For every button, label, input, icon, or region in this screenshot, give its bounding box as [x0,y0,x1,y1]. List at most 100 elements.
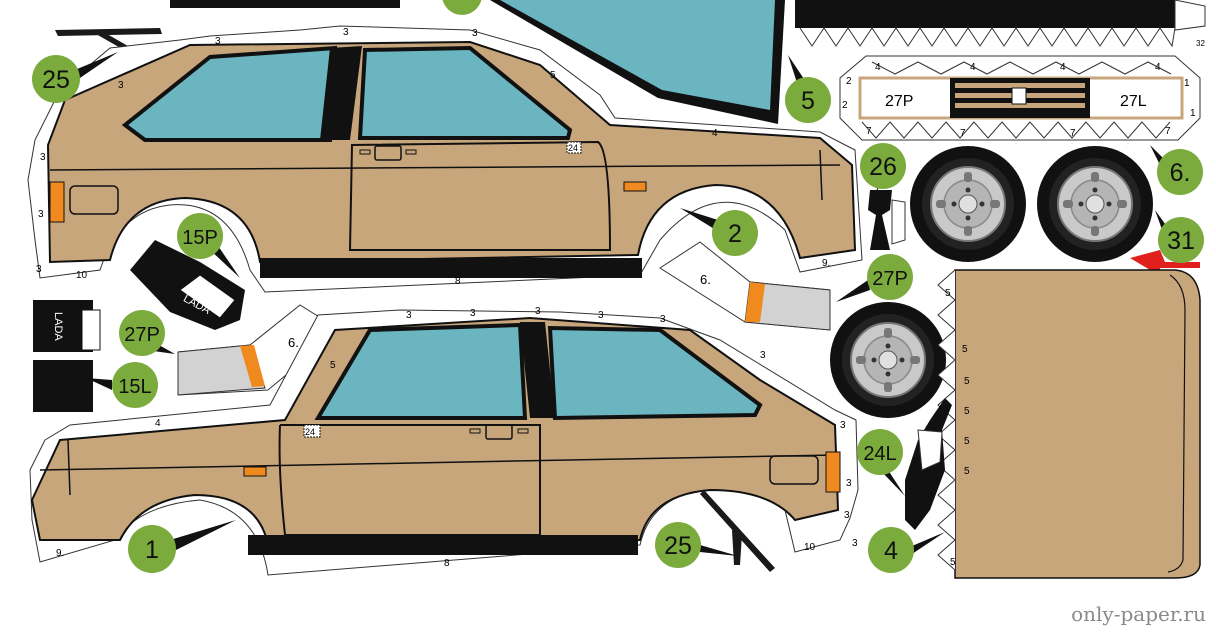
svg-text:25: 25 [42,66,70,94]
badge-4: 4 [868,527,914,573]
tab-label-3-l5: 3 [660,314,666,325]
tab-label-4c: 4 [1060,62,1066,73]
svg-text:1: 1 [145,536,159,564]
tab-label-4-upper: 4 [712,128,718,139]
tab-label-7b: 7 [960,128,966,139]
arrow-marker [1130,250,1200,276]
tab-label-5-h1: 5 [945,288,951,299]
car-side-upper: 24 3 3 3 3 3 3 3 5 4 8 9. 10 [27,25,863,293]
mirror-part-15l: LADA [33,300,101,412]
tab-label-2b: 2 [842,100,848,111]
tab-label-5-h4: 5 [964,406,970,417]
svg-text:2: 2 [728,220,742,248]
svg-text:6.: 6. [1170,159,1191,187]
wiper-bottom [700,490,775,572]
tab-label-3-u3: 3 [343,27,349,38]
tab-label-4b: 4 [970,62,976,73]
mirror-part-15p: LADA [130,240,245,330]
tab-label-5-h6: 5 [964,466,970,477]
grille-label-right: 27L [1120,93,1147,110]
tab-label-24-lower: 24 [305,427,315,437]
tab-label-10-lower: 10 [804,542,816,553]
tab-label-7c: 7 [1070,128,1076,139]
tab-label-10-upper: 10 [76,270,88,281]
badge-31: 31 [1158,217,1204,263]
svg-text:4: 4 [884,537,898,565]
wheel-2 [1036,145,1154,263]
headlight-part-left: 6. [177,304,341,396]
tab-label-9-lower: 9. [56,548,64,559]
tab-label-3-l8: 3 [846,478,852,489]
tab-label-8-upper: 8 [455,276,461,287]
tab-label-1a: 1 [1184,78,1190,89]
tab-label-7a: 7 [866,126,872,137]
tab-label-7d: 7 [1165,126,1171,137]
top-strip [170,0,400,8]
tab-label-3-u2: 3 [215,36,221,47]
part-26-bracket [868,190,906,250]
tab-label-3-l9: 3 [844,510,850,521]
car-side-lower: 24 3 3 3 3 3 3 3 3 3 3 5 4 8 9. 10 [29,306,859,576]
tab-label-3-l3: 3 [535,306,541,317]
svg-text:15P: 15P [182,227,218,249]
svg-text:26: 26 [869,153,897,181]
tab-label-4-lower: 4 [155,418,161,429]
badge-top-partial [442,0,482,15]
tab-label-5-lower: 5 [330,360,336,371]
tab-label-5-h2: 5 [962,344,968,355]
badge-27p-left: 27P [119,310,165,356]
badge-27p-right: 27P [867,254,913,300]
tab-label-3-l2: 3 [470,308,476,319]
tab-label-9-upper: 9. [822,258,830,269]
tab-label-3-u1: 3 [118,80,124,91]
part-24l-mirror [905,398,952,530]
tab-label-32: 32 [1196,39,1205,48]
svg-text:5: 5 [801,87,815,115]
roof-strip-part: 32 [795,0,1206,48]
tab-label-3-u4: 3 [472,28,478,39]
badge-15p: 15P [177,213,223,259]
badge-24l: 24L [857,429,903,475]
svg-text:31: 31 [1167,227,1195,255]
svg-text:15L: 15L [118,376,151,398]
tab-label-8-lower: 8 [444,558,450,569]
grille-label-left: 27P [885,93,913,110]
badge-25-top: 25 [32,55,80,103]
badge-2: 2 [712,210,758,256]
tab-label-1b: 1 [1190,108,1196,119]
tab-label-3-l4: 3 [598,310,604,321]
svg-text:27P: 27P [872,268,908,290]
badge-26: 26 [860,143,906,189]
tab-label-4a: 4 [875,62,881,73]
tab-label-3-u6: 3 [38,209,44,220]
badge-5: 5 [785,77,831,123]
badge-15l: 15L [112,362,158,408]
hood-part: 5 5 5 5 5 5 5 [937,269,1201,579]
tab-label-3-l7: 3 [840,420,846,431]
svg-text:24L: 24L [863,443,896,465]
brand-label-15l: LADA [52,312,64,341]
tab-label-3-u7: 3 [36,264,42,275]
badge-25-bottom: 25 [655,522,701,568]
grille-part: 27P 27L 4 4 4 4 2 2 1 1 7 7 7 7 [839,55,1201,141]
tab-label-5-upper: 5 [550,70,556,81]
badge-1: 1 [128,525,176,573]
tab-label-5-h3: 5 [964,376,970,387]
windshield-part [490,0,785,124]
tab-label-3-u5: 3 [40,152,46,163]
tab-label-5-h5: 5 [964,436,970,447]
wheel-1 [909,145,1027,263]
wheel-3 [829,301,947,419]
tab-label-4d: 4 [1155,62,1161,73]
tab-label-24-upper: 24 [568,143,578,153]
tab-label-5-h7: 5 [950,557,956,568]
tab-label-6-left: 6. [288,335,299,350]
tab-label-6-right: 6. [700,272,711,287]
tab-label-3-l10: 3 [852,538,858,549]
headlight-part-right: 6. [659,241,831,331]
badge-6: 6. [1157,149,1203,195]
watermark: only-paper.ru [1071,602,1206,626]
svg-text:25: 25 [664,532,692,560]
